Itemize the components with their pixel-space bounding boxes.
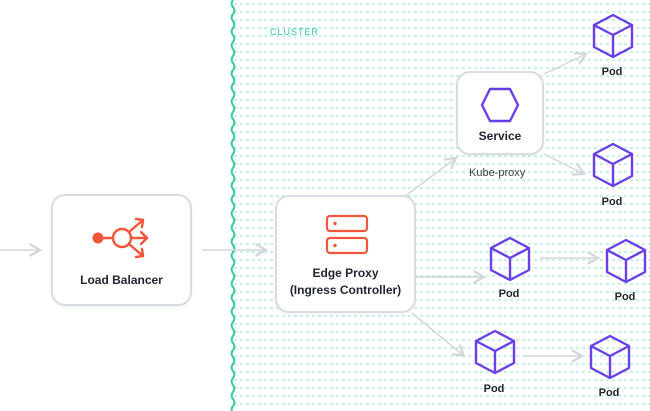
service-node: Service bbox=[456, 71, 544, 155]
arrow-service-to-pod-2 bbox=[543, 153, 587, 176]
edge-proxy-node: Edge Proxy (Ingress Controller) bbox=[275, 195, 416, 313]
pod-label: Pod bbox=[601, 196, 623, 208]
cube-icon bbox=[474, 329, 516, 375]
hexagon-icon bbox=[480, 87, 520, 123]
pod-label: Pod bbox=[614, 291, 636, 303]
kube-proxy-label: Kube-proxy bbox=[469, 167, 526, 179]
pod-label: Pod bbox=[483, 383, 505, 395]
cube-icon bbox=[592, 13, 634, 59]
load-balancer-icon bbox=[92, 217, 149, 259]
cube-icon bbox=[589, 334, 631, 380]
pod-label: Pod bbox=[601, 66, 623, 78]
cube-icon bbox=[489, 236, 531, 282]
edge-proxy-title: Edge Proxy bbox=[312, 266, 379, 280]
arrow-service-to-pod-1 bbox=[543, 51, 589, 75]
cube-icon bbox=[605, 238, 647, 284]
arrow-proxy-to-pod-5 bbox=[411, 312, 466, 358]
cluster-border bbox=[230, 0, 236, 411]
cube-icon bbox=[592, 142, 634, 188]
edge-proxy-subtitle: (Ingress Controller) bbox=[289, 283, 402, 297]
pod-label: Pod bbox=[598, 387, 620, 399]
cluster-label: CLUSTER bbox=[270, 27, 320, 37]
pod-label: Pod bbox=[498, 288, 520, 300]
load-balancer-label: Load Balancer bbox=[80, 273, 163, 287]
service-label: Service bbox=[478, 129, 522, 143]
server-icon bbox=[325, 214, 369, 255]
load-balancer-node: Load Balancer bbox=[51, 194, 192, 306]
arrow-proxy-to-service bbox=[399, 156, 458, 201]
